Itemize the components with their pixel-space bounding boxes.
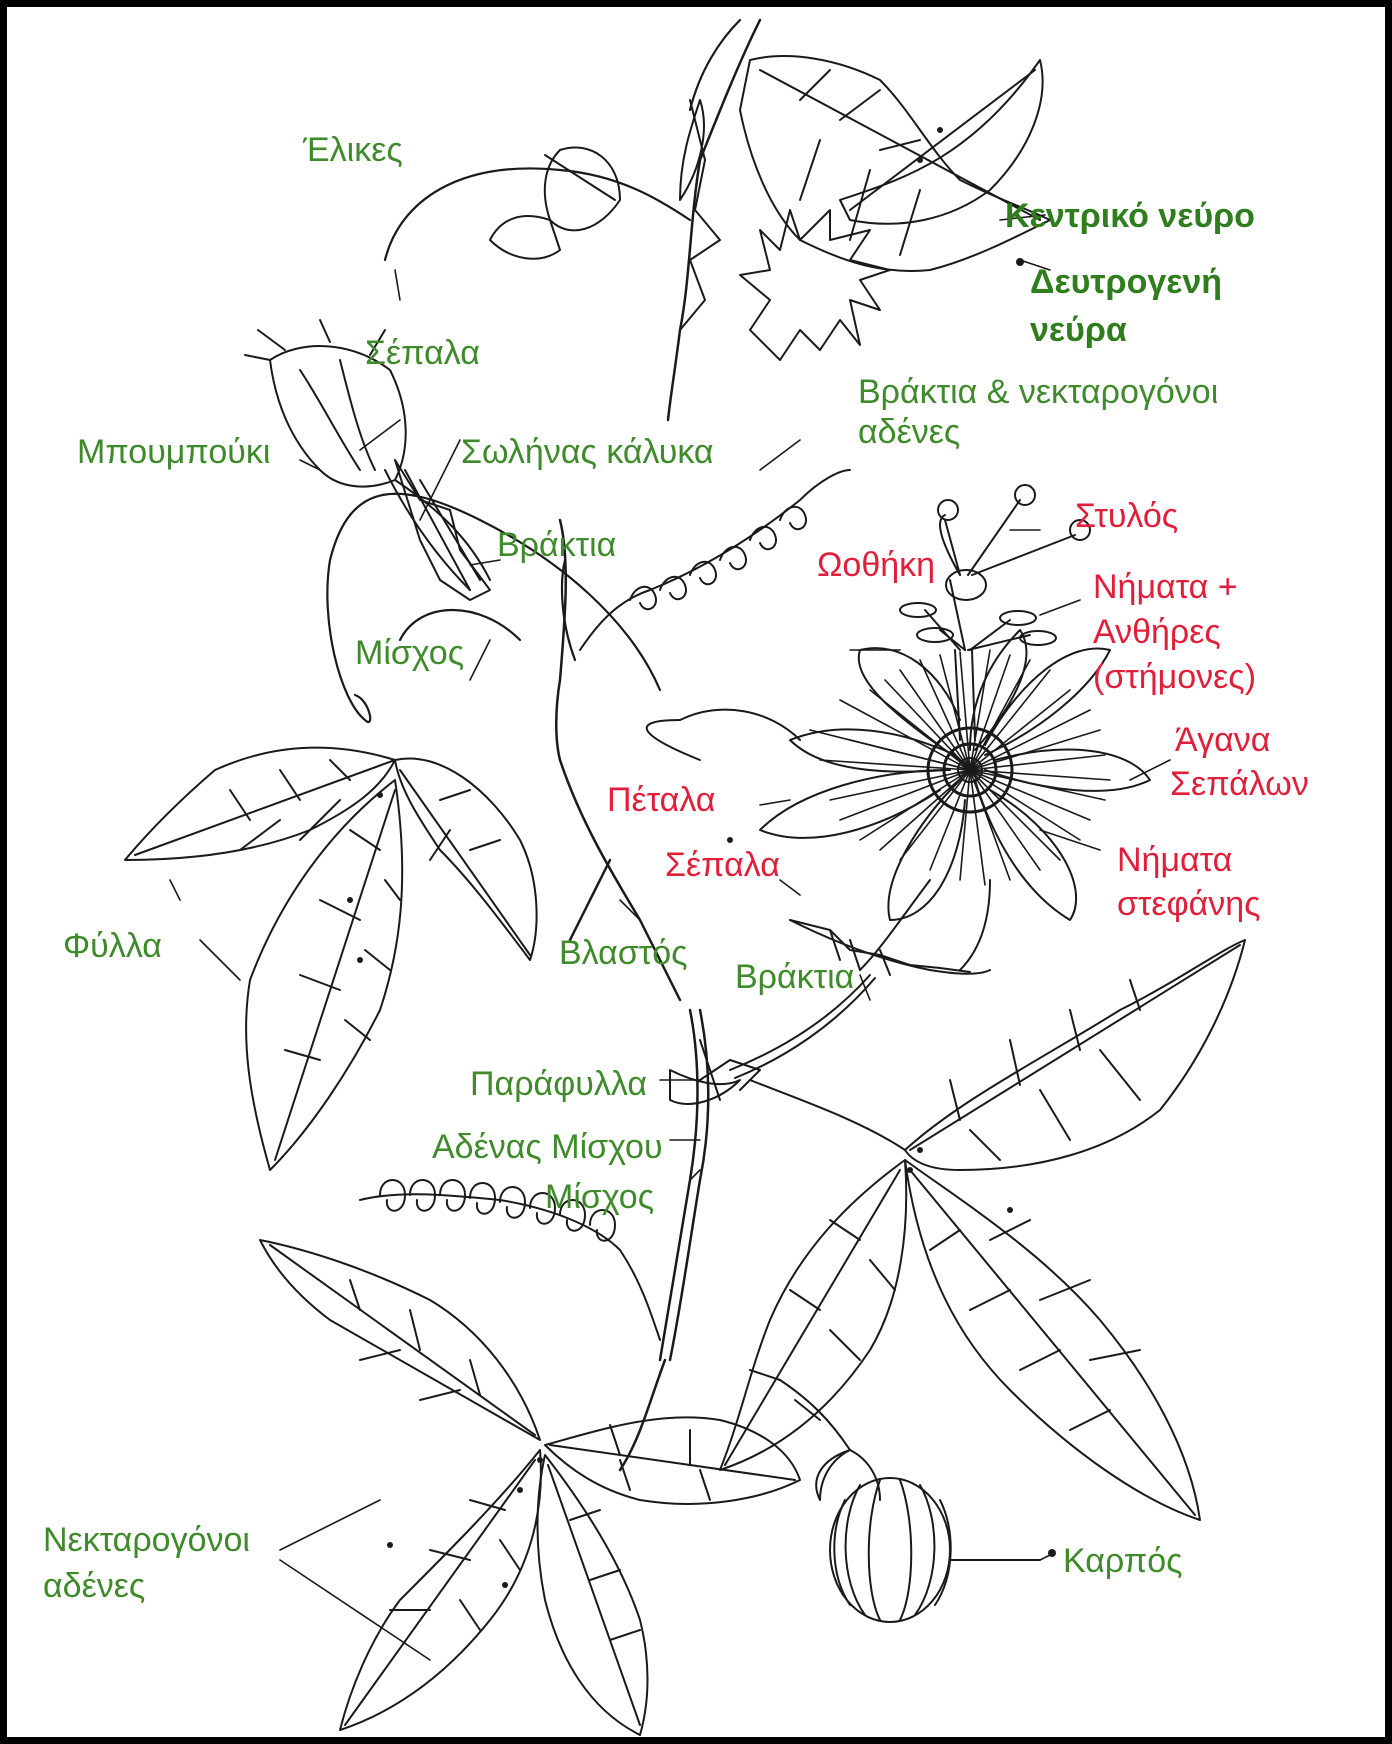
label-calyx-tube: Σωλήνας κάλυκα — [461, 432, 714, 472]
label-stipules: Παράφυλλα — [470, 1064, 647, 1104]
label-secondary-veins: Δευτρογενή νεύρα — [1030, 262, 1222, 350]
label-petiole-gland: Αδένας Μίσχου — [432, 1127, 663, 1167]
label-bracts-glands-line1: Βράκτια & νεκταρογόνοι — [858, 372, 1218, 412]
label-bracts-flower: Βράκτια — [735, 957, 854, 997]
label-sepal-awns-line1: Άγανα — [1170, 720, 1309, 760]
top-leaf-cluster — [490, 56, 1050, 360]
label-midrib: Κεντρικό νεύρο — [1005, 196, 1255, 236]
label-petiole-bottom: Μίσχος — [545, 1177, 654, 1217]
label-bud: Μπουμπούκι — [77, 432, 270, 472]
label-nectar-glands-line2: αδένες — [43, 1566, 250, 1606]
label-sepal-awns: Άγανα Σεπάλων — [1170, 720, 1309, 804]
right-large-leaf — [720, 940, 1245, 1520]
label-stamens: Νήματα + Ανθήρες (στήμονες) — [1093, 567, 1256, 697]
label-ovary: Ωοθήκη — [817, 545, 935, 585]
stipules-drawing — [670, 1040, 760, 1104]
label-stamens-line1: Νήματα + — [1093, 567, 1256, 607]
label-stamens-line3: (στήμονες) — [1093, 657, 1256, 697]
coiled-tendril-top — [580, 470, 850, 650]
label-secondary-veins-line2: νεύρα — [1030, 310, 1222, 350]
label-nectar-glands: Νεκταρογόνοι αδένες — [43, 1520, 250, 1606]
label-petiole-top: Μίσχος — [355, 633, 464, 673]
label-bracts-top: Βράκτια — [497, 525, 616, 565]
label-corona-line2: στεφάνης — [1117, 884, 1261, 924]
label-style: Στυλός — [1075, 496, 1178, 536]
label-sepals-flower: Σέπαλα — [665, 845, 780, 885]
main-stem — [556, 20, 760, 1470]
label-corona: Νήματα στεφάνης — [1117, 840, 1261, 924]
label-leaves: Φύλλα — [63, 926, 162, 966]
label-sepal-awns-line2: Σεπάλων — [1170, 764, 1309, 804]
label-nectar-glands-line1: Νεκταρογόνοι — [43, 1520, 250, 1560]
label-stem: Βλαστός — [559, 933, 688, 973]
label-bracts-glands-line2: αδένες — [858, 412, 1218, 452]
label-fruit: Καρπός — [1063, 1541, 1183, 1581]
label-sepals-top: Σέπαλα — [365, 333, 480, 373]
label-corona-line1: Νήματα — [1117, 840, 1261, 880]
label-stamens-line2: Ανθήρες — [1093, 612, 1256, 652]
bottom-leaves — [260, 1240, 800, 1735]
label-petals: Πέταλα — [607, 780, 715, 820]
label-tendrils: Έλικες — [303, 130, 403, 170]
label-bracts-glands: Βράκτια & νεκταρογόνοι αδένες — [858, 372, 1218, 452]
left-middle-leaves — [125, 748, 537, 1170]
label-secondary-veins-line1: Δευτρογενή — [1030, 262, 1222, 302]
fruit-drawing — [780, 1380, 1040, 1622]
